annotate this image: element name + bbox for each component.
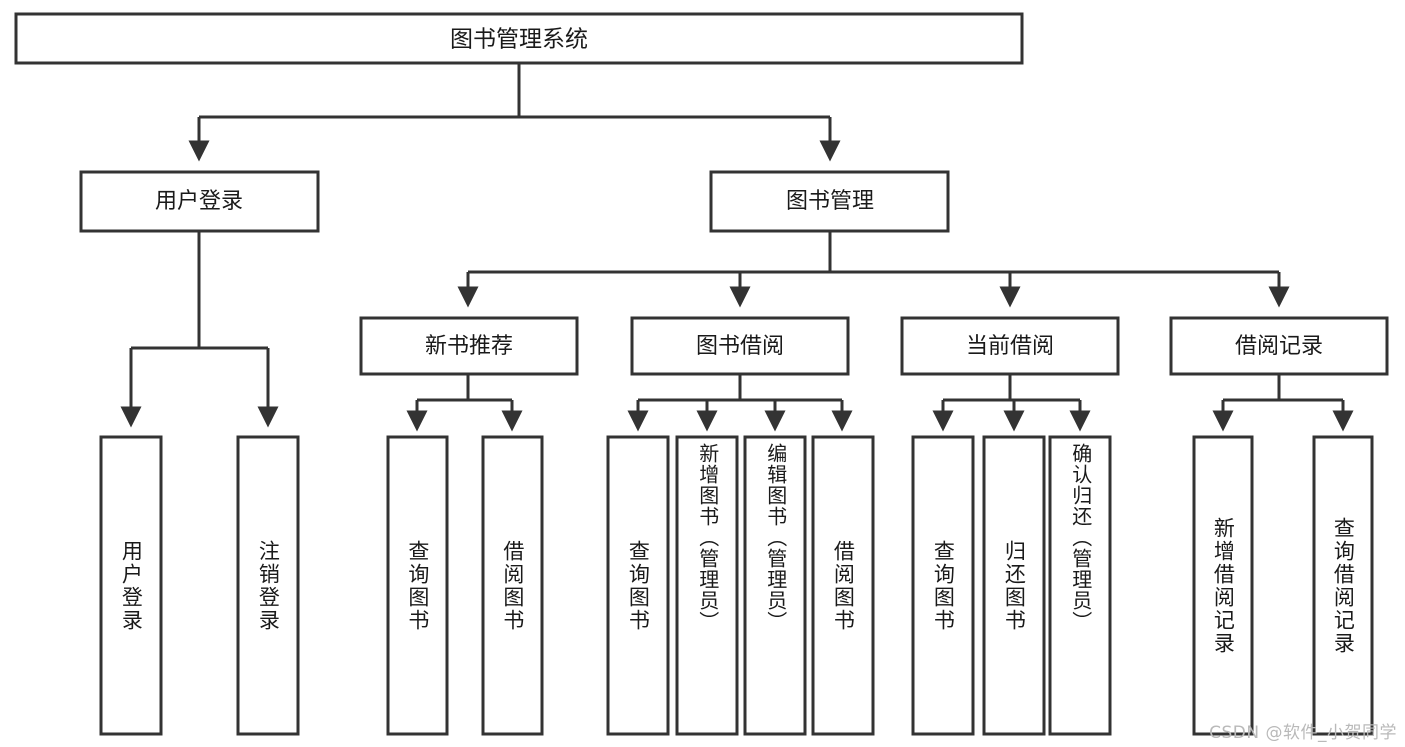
node-current-borrow-label: 当前借阅 <box>966 334 1054 359</box>
node-book-borrow[interactable]: 图书借阅 <box>630 316 850 376</box>
leaf-box-user-login-2[interactable] <box>236 435 300 736</box>
node-current-borrow[interactable]: 当前借阅 <box>900 316 1120 376</box>
leaf-box-book-borrow-3[interactable] <box>743 435 807 736</box>
leaf-box-new-book-2[interactable] <box>481 435 544 736</box>
node-root-label: 图书管理系统 <box>450 27 588 53</box>
node-root[interactable]: 图书管理系统 <box>14 12 1024 65</box>
node-new-book-recommend-label: 新书推荐 <box>425 334 513 359</box>
leaf-box-book-borrow-2[interactable] <box>675 435 739 736</box>
node-user-login[interactable]: 用户登录 <box>79 170 320 233</box>
nodes-layer: 图书管理系统 用户登录 图书管理 新书推荐 图书借阅 当前 <box>14 12 1389 736</box>
leaf-box-new-book-1[interactable] <box>386 435 449 736</box>
node-borrow-record-label: 借阅记录 <box>1235 334 1323 359</box>
edges-layer <box>120 63 1354 432</box>
node-user-login-label: 用户登录 <box>155 189 243 214</box>
leaf-box-book-borrow-4[interactable] <box>811 435 875 736</box>
node-borrow-record[interactable]: 借阅记录 <box>1169 316 1389 376</box>
leaf-box-current-borrow-2[interactable] <box>982 435 1046 736</box>
node-book-borrow-label: 图书借阅 <box>696 334 784 359</box>
leaf-box-book-borrow-1[interactable] <box>606 435 670 736</box>
leaf-box-borrow-record-1[interactable] <box>1192 435 1254 736</box>
leaf-box-current-borrow-3[interactable] <box>1048 435 1112 736</box>
node-new-book-recommend[interactable]: 新书推荐 <box>359 316 579 376</box>
csdn-watermark: CSDN @软件_小贺同学 <box>1209 723 1397 743</box>
node-book-manage[interactable]: 图书管理 <box>709 170 950 233</box>
leaf-box-current-borrow-1[interactable] <box>911 435 975 736</box>
node-book-manage-label: 图书管理 <box>786 189 874 214</box>
leaf-box-borrow-record-2[interactable] <box>1312 435 1374 736</box>
leaf-box-user-login-1[interactable] <box>99 435 163 736</box>
